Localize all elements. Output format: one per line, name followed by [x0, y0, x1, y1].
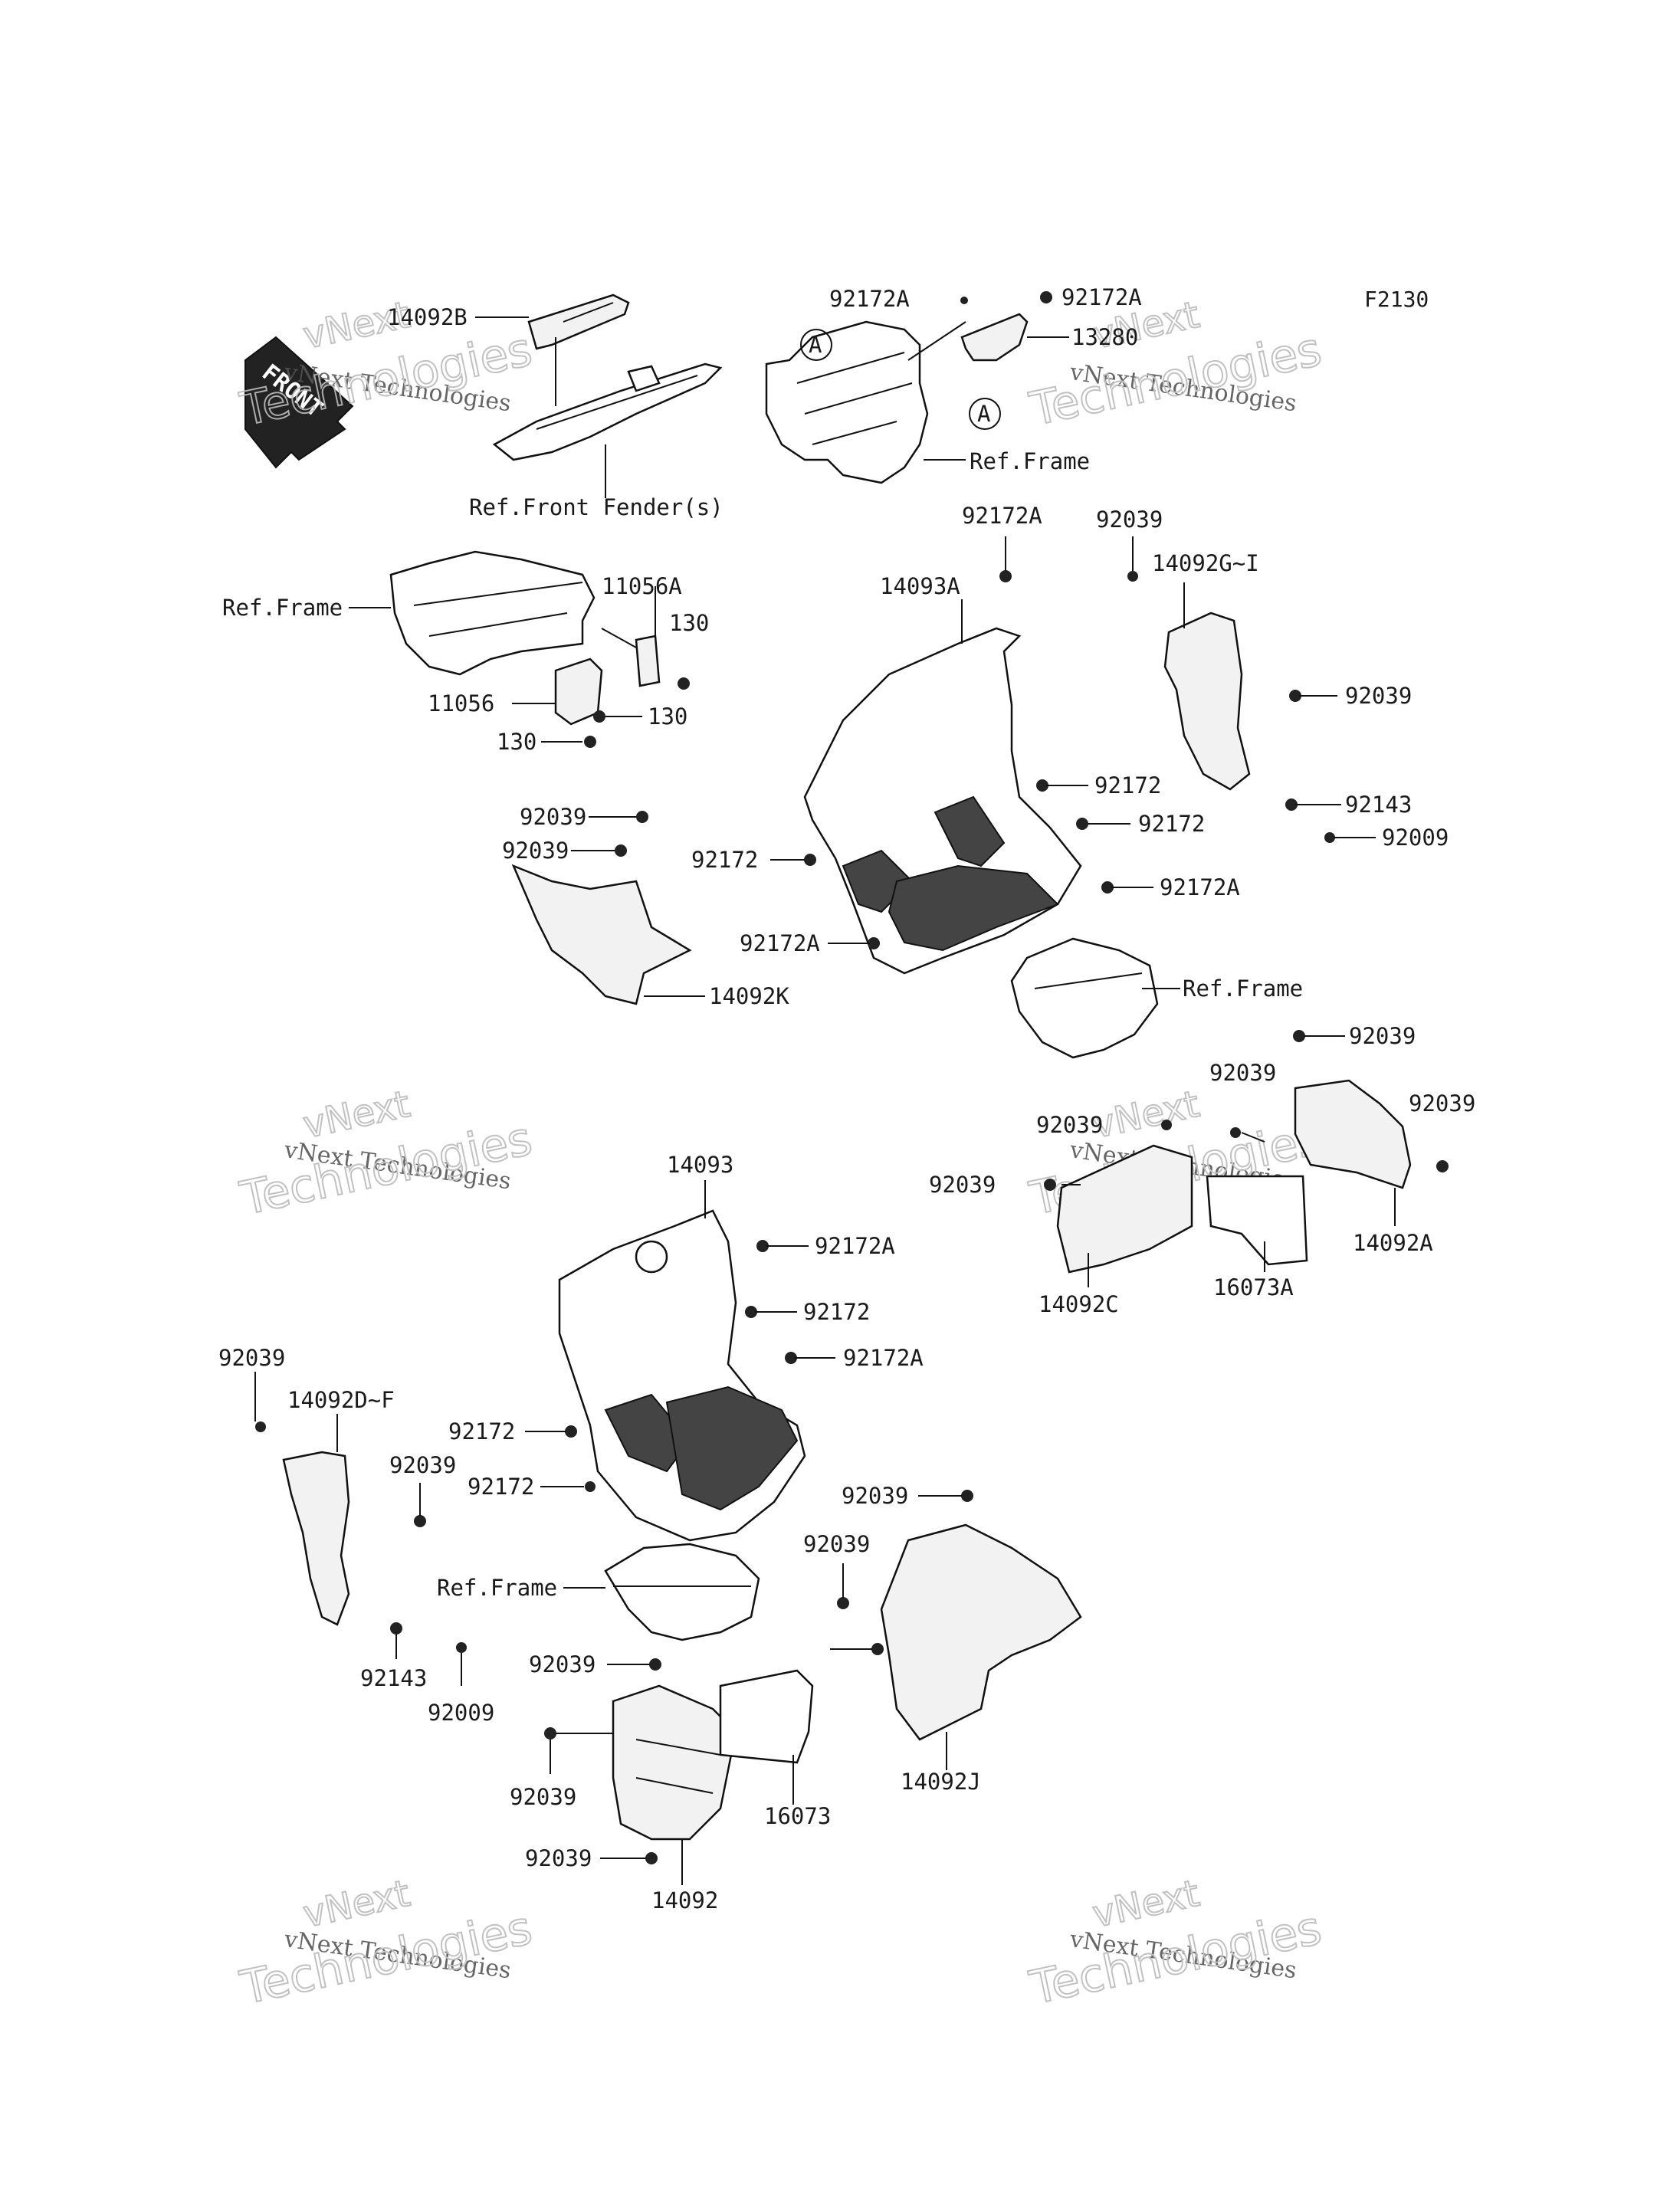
- watermark-bottom-right: vNext vNext Technologies Technologies: [1025, 1871, 1327, 2016]
- part-14092G-I: [1163, 612, 1251, 791]
- watermark-top-right: vNext vNext Technologies Technologies: [1025, 293, 1327, 438]
- label-92009-lower: 92009: [428, 1700, 494, 1726]
- label-92172A-lower-b: 92172A: [843, 1345, 924, 1371]
- label-14092C: 14092C: [1039, 1291, 1119, 1317]
- label-14093: 14093: [667, 1152, 733, 1178]
- front-arrow-icon: FRONT: [244, 336, 354, 469]
- label-92039-rm-top: 92039: [1349, 1023, 1416, 1049]
- label-92039-bc-top: 92039: [529, 1651, 596, 1677]
- label-92172A-center-right: 92172A: [1160, 874, 1240, 900]
- label-92172-lower-c: 92172: [468, 1474, 534, 1500]
- label-11056A: 11056A: [602, 573, 682, 599]
- label-92039-left-b: 92039: [502, 838, 569, 864]
- part-16073: [719, 1669, 814, 1764]
- frame-reference-center: [1010, 937, 1159, 1059]
- label-92039-right-top: 92039: [1096, 507, 1163, 533]
- label-92039-bc-bottom: 92039: [525, 1845, 592, 1871]
- label-92039-rm-left: 92039: [1036, 1112, 1103, 1138]
- part-14093A: [803, 627, 1082, 975]
- front-fender-reference: [492, 362, 723, 461]
- label-130-c: 130: [497, 729, 536, 755]
- label-11056: 11056: [428, 690, 494, 716]
- label-92039-rm-far-left: 92039: [929, 1172, 996, 1198]
- label-92009-right: 92009: [1382, 825, 1449, 851]
- part-16073A: [1206, 1175, 1308, 1266]
- frame-reference-lower: [604, 1543, 760, 1641]
- part-14092C: [1056, 1144, 1193, 1274]
- part-11056A: [635, 635, 661, 687]
- label-14092K: 14092K: [709, 983, 789, 1009]
- label-13280: 13280: [1071, 324, 1138, 350]
- label-92039-right-mid: 92039: [1345, 683, 1412, 709]
- svg-text:vNext: vNext: [1089, 1872, 1203, 1936]
- frame-reference-left: [389, 550, 596, 676]
- label-92143-right: 92143: [1345, 792, 1412, 818]
- label-14092G-I: 14092G~I: [1152, 550, 1259, 576]
- part-14092B: [527, 293, 630, 350]
- label-92172A-center-bottom: 92172A: [740, 930, 820, 956]
- callout-a-left: [800, 329, 832, 361]
- label-92172A-lower-a: 92172A: [815, 1233, 895, 1259]
- label-130-b: 130: [648, 703, 687, 730]
- label-92172A-top-right: 92172A: [1061, 284, 1142, 310]
- label-14092: 14092: [651, 1887, 718, 1913]
- part-14092K: [511, 864, 692, 1005]
- label-14092J: 14092J: [901, 1769, 981, 1795]
- label-130-a: 130: [669, 610, 709, 636]
- label-14092D-F: 14092D~F: [287, 1387, 395, 1413]
- svg-text:vNext: vNext: [300, 1872, 414, 1936]
- label-92039-bc-left: 92039: [510, 1784, 576, 1810]
- label-92172-center-a: 92172: [1094, 772, 1161, 798]
- label-92039-lower-left-top: 92039: [218, 1345, 285, 1371]
- label-14093A: 14093A: [880, 573, 960, 599]
- label-ref-front-fender: Ref.Front Fender(s): [469, 494, 724, 520]
- label-92172-center-left: 92172: [691, 847, 758, 873]
- watermark-bottom-left: vNext vNext Technologies Technologies: [235, 1871, 538, 2016]
- label-16073: 16073: [764, 1803, 831, 1829]
- frame-reference-top: [765, 320, 929, 484]
- callout-a-left-label: A: [809, 332, 822, 358]
- label-ref-frame-center: Ref.Frame: [1183, 976, 1303, 1002]
- label-ref-frame-top: Ref.Frame: [970, 448, 1090, 474]
- label-92172-lower-a: 92172: [803, 1299, 870, 1325]
- label-92039-rm-mid: 92039: [1209, 1060, 1276, 1086]
- label-92143-lower: 92143: [360, 1665, 427, 1691]
- label-ref-frame-lower: Ref.Frame: [437, 1575, 557, 1601]
- callout-a-right: [969, 398, 1001, 430]
- label-14092A: 14092A: [1353, 1230, 1433, 1256]
- label-14092B: 14092B: [387, 304, 468, 330]
- svg-text:vNext: vNext: [300, 1083, 414, 1147]
- part-14092: [612, 1684, 737, 1841]
- label-92039-rm-right: 92039: [1409, 1090, 1475, 1117]
- part-13280: [960, 313, 1029, 362]
- part-14092J: [880, 1523, 1082, 1741]
- label-92172A-center-top: 92172A: [962, 503, 1042, 529]
- part-14092D-F: [282, 1451, 350, 1626]
- label-ref-frame-left: Ref.Frame: [222, 595, 343, 621]
- label-92039-left-a: 92039: [520, 804, 586, 830]
- callout-a-right-label: A: [977, 401, 990, 427]
- label-92172-center-b: 92172: [1138, 811, 1205, 837]
- part-14093: [558, 1209, 806, 1542]
- label-92172A-top-left: 92172A: [829, 286, 910, 312]
- label-92039-br-top: 92039: [842, 1483, 908, 1509]
- label-92039-lower-left-mid: 92039: [389, 1452, 456, 1478]
- part-14092A: [1294, 1079, 1412, 1189]
- label-92039-br-mid: 92039: [803, 1531, 870, 1557]
- label-16073A: 16073A: [1213, 1274, 1294, 1300]
- watermark-mid-left: vNext vNext Technologies Technologies: [235, 1082, 538, 1227]
- svg-text:vNext: vNext: [1089, 1083, 1203, 1147]
- diagram-code: F2130: [1364, 287, 1429, 312]
- label-92172-lower-b: 92172: [448, 1418, 515, 1444]
